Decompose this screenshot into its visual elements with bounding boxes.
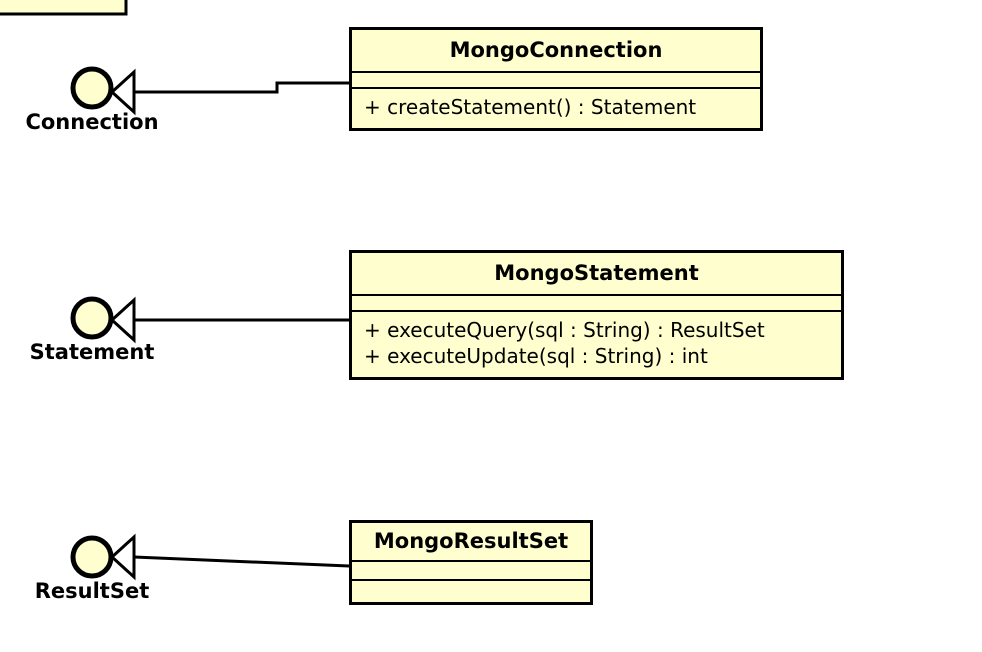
compartment-divider: [352, 294, 841, 296]
attributes-compartment-mongoconnection: [352, 73, 760, 87]
realization-connector-resultset: [109, 533, 350, 581]
interface-lollipop-connection[interactable]: Connection: [25, 58, 159, 134]
compartment-divider: [352, 310, 841, 312]
realization-arrowhead-connection: [109, 68, 136, 116]
compartment-divider: [352, 560, 590, 562]
interface-label-connection: Connection: [25, 110, 159, 134]
methods-compartment-mongoconnection: + createStatement() : Statement: [352, 89, 760, 128]
class-box-mongoresultset[interactable]: MongoResultSet: [349, 520, 593, 605]
interface-label-resultset: ResultSet: [34, 579, 150, 603]
class-box-mongoconnection[interactable]: MongoConnection + createStatement() : St…: [349, 27, 763, 131]
compartment-divider: [352, 579, 590, 581]
clipped-note-shape: [0, 0, 128, 16]
compartment-divider: [352, 87, 760, 89]
realization-connector-statement: [109, 296, 349, 344]
methods-compartment-mongostatement: + executeQuery(sql : String) : ResultSet…: [352, 312, 841, 377]
interface-lollipop-resultset[interactable]: ResultSet: [35, 527, 149, 603]
realization-arrowhead-resultset: [109, 533, 136, 581]
compartment-divider: [352, 71, 760, 73]
class-method: + executeQuery(sql : String) : ResultSet: [364, 318, 765, 342]
interface-label-statement: Statement: [29, 340, 155, 364]
interface-circle-icon: [70, 296, 114, 340]
class-name-mongoconnection: MongoConnection: [449, 38, 663, 62]
realization-connector-connection: [109, 68, 349, 116]
interface-circle-icon: [70, 66, 114, 110]
class-box-mongostatement[interactable]: MongoStatement + executeQuery(sql : Stri…: [349, 250, 844, 380]
class-method: + executeUpdate(sql : String) : int: [364, 344, 708, 368]
interface-lollipop-statement[interactable]: Statement: [30, 288, 154, 364]
class-name-mongoresultset: MongoResultSet: [373, 529, 569, 553]
interface-circle-icon: [70, 535, 114, 579]
realization-arrowhead-statement: [109, 296, 136, 344]
methods-compartment-mongoresultset: [352, 581, 590, 602]
class-name-mongostatement: MongoStatement: [494, 261, 699, 285]
attributes-compartment-mongoresultset: [352, 562, 590, 579]
attributes-compartment-mongostatement: [352, 296, 841, 310]
class-method: + createStatement() : Statement: [364, 95, 697, 119]
